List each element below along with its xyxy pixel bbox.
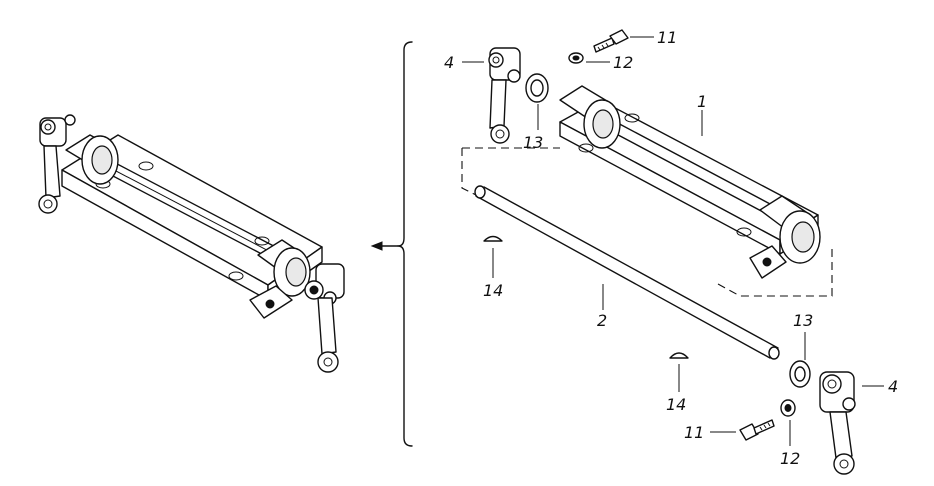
assembled-bearing-front <box>65 134 119 185</box>
callout-4-lower: 4 <box>888 377 898 396</box>
callout-labels: 1 2 4 4 11 11 12 12 13 13 14 14 <box>444 28 898 468</box>
part-12-washer-upper <box>568 52 584 64</box>
assembled-unit <box>38 114 345 373</box>
callout-2: 2 <box>597 311 607 330</box>
assembled-lever-right <box>304 263 345 373</box>
callout-14-upper: 14 <box>483 281 503 300</box>
explode-bracket <box>397 41 413 447</box>
callout-13-upper: 13 <box>523 133 543 152</box>
callout-12-lower: 12 <box>780 449 800 468</box>
callout-14-lower: 14 <box>666 395 686 414</box>
callout-4-upper: 4 <box>444 53 454 72</box>
part-1-frame <box>559 85 821 279</box>
part-11-screw-upper <box>593 29 629 53</box>
part-4-lever-lower <box>819 371 856 475</box>
part-4-lever-upper <box>488 47 521 144</box>
explode-arrow <box>370 241 399 251</box>
part-2-shaft <box>474 185 780 360</box>
callout-11-upper: 11 <box>657 28 677 47</box>
callout-1: 1 <box>697 92 707 111</box>
assembled-lever-left <box>38 114 76 214</box>
callout-11-lower: 11 <box>684 423 704 442</box>
part-12-washer-lower <box>780 399 796 417</box>
part-13-washer-upper <box>525 73 549 103</box>
assembled-bearing-rear <box>249 239 311 319</box>
callout-13-lower: 13 <box>793 311 813 330</box>
assembly-dashed-outline <box>461 147 833 297</box>
part-14-key-lower <box>669 352 689 359</box>
part-14-key-upper <box>483 235 503 242</box>
leader-lines <box>462 36 884 446</box>
callout-12-upper: 12 <box>613 53 633 72</box>
part-13-washer-lower <box>789 360 811 388</box>
part-11-screw-lower <box>739 419 775 441</box>
